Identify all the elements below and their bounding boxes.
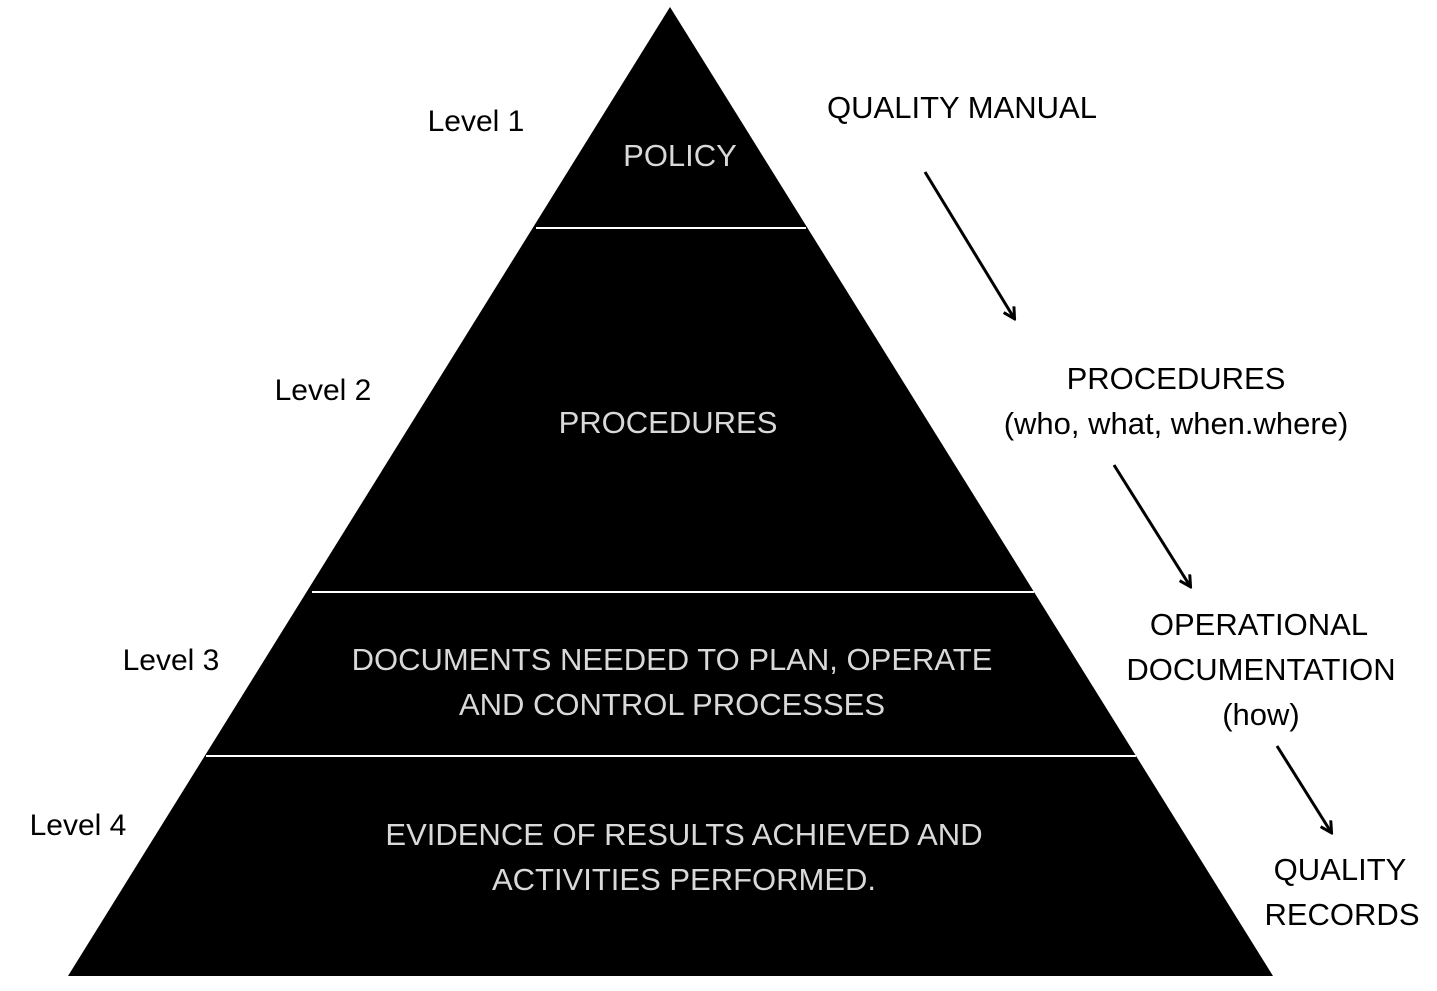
level-4-label: Level 4 <box>30 809 127 842</box>
operational-documentation-label-line-2: DOCUMENTATION <box>1126 652 1395 687</box>
tier-2-text: PROCEDURES <box>559 405 778 440</box>
level-2-label: Level 2 <box>275 374 372 407</box>
operational-documentation-label-line-1: OPERATIONAL <box>1150 607 1368 642</box>
arrow-operational-to-records <box>1275 745 1331 832</box>
quality-manual-label: QUALITY MANUAL <box>827 90 1097 125</box>
level-1-label: Level 1 <box>428 105 525 138</box>
arrow-manual-to-procedures <box>923 171 1014 318</box>
arrow-procedures-to-operational <box>1112 464 1190 586</box>
procedures-label: PROCEDURES <box>1067 361 1286 396</box>
tier-1-text: POLICY <box>623 138 737 173</box>
procedures-description: (who, what, when.where) <box>1004 406 1349 441</box>
quality-records-label-line-2: RECORDS <box>1264 897 1419 932</box>
pyramid-shape <box>68 7 1273 976</box>
tier-3-text-line-1: DOCUMENTS NEEDED TO PLAN, OPERATE <box>352 642 993 677</box>
tier-4-text-line-2: ACTIVITIES PERFORMED. <box>492 862 876 897</box>
quality-records-label-line-1: QUALITY <box>1274 852 1407 887</box>
tier-3-text-line-2: AND CONTROL PROCESSES <box>459 687 885 722</box>
tier-4-text-line-1: EVIDENCE OF RESULTS ACHIEVED AND <box>385 817 982 852</box>
operational-documentation-description: (how) <box>1222 697 1300 732</box>
level-3-label: Level 3 <box>123 644 220 677</box>
